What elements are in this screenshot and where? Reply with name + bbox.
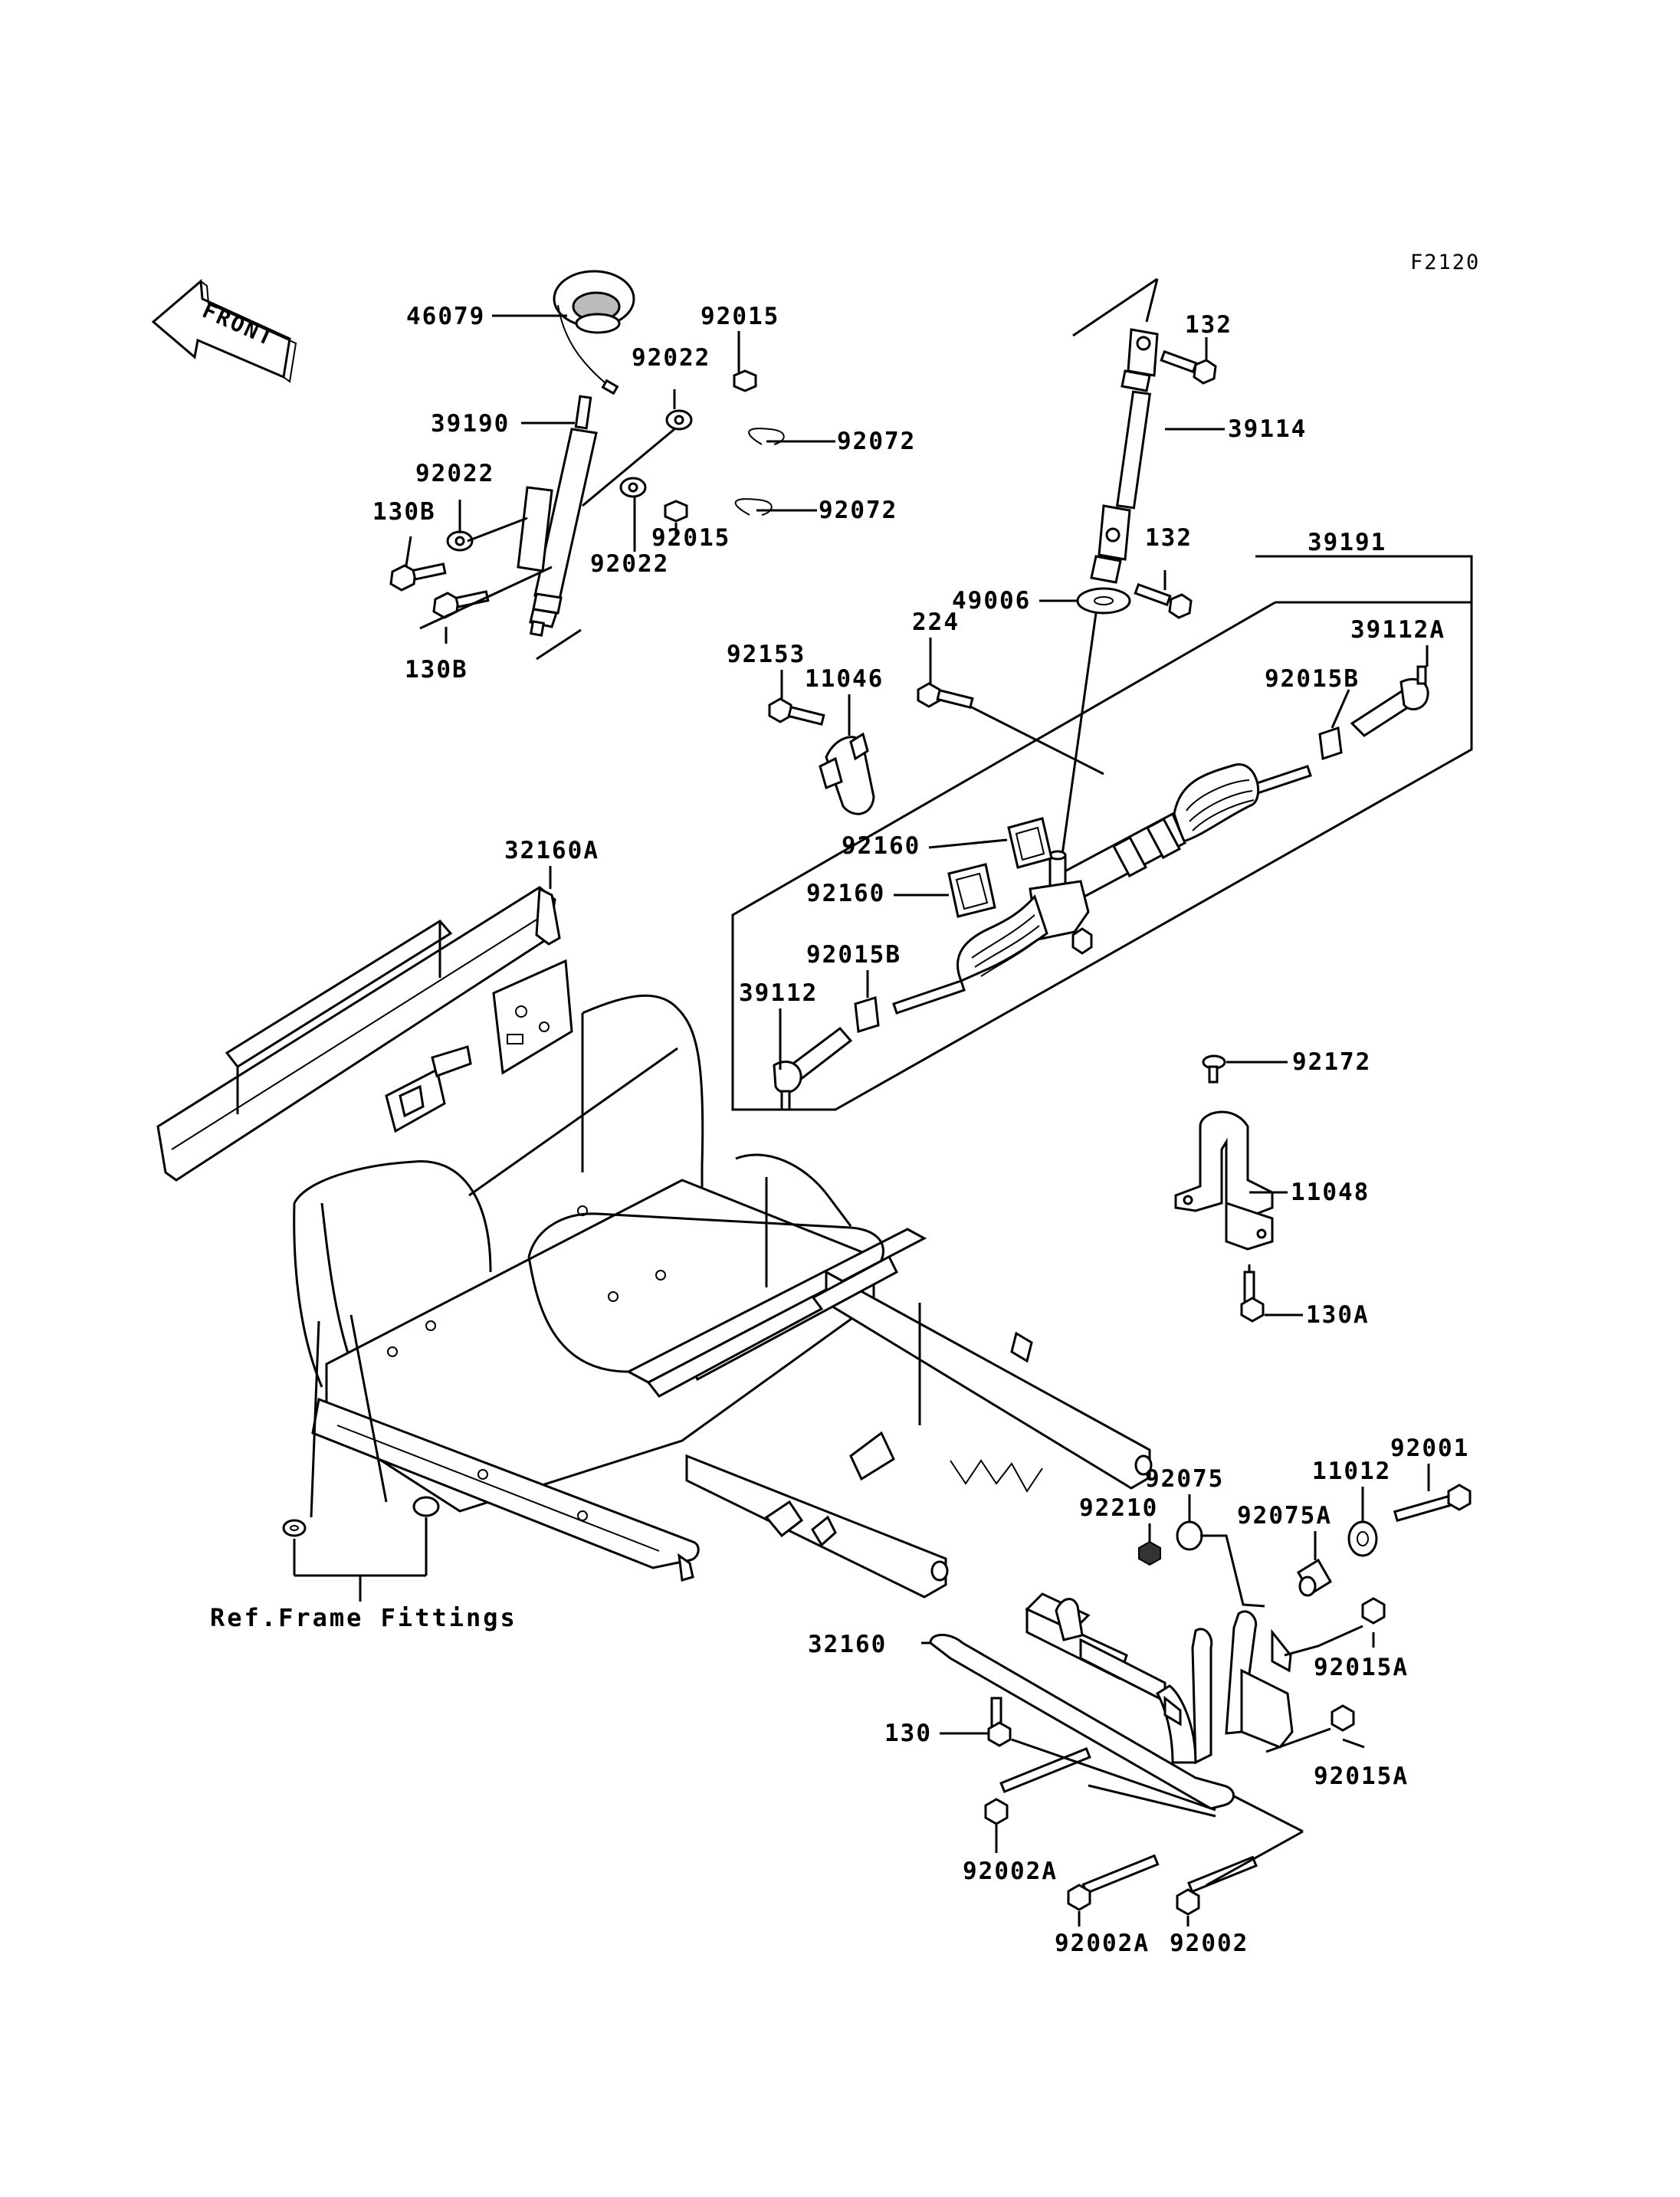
- main-frame: [156, 866, 1153, 1599]
- part-label-92022-mid: 92022: [590, 550, 669, 578]
- part-label-32160: 32160: [808, 1631, 887, 1658]
- bolt-92002: [1176, 1855, 1258, 1916]
- front-direction-arrow: FRONT: [151, 278, 297, 383]
- nut-92015a-upper: [1361, 1597, 1386, 1625]
- part-label-130b-a: 130B: [372, 498, 436, 526]
- part-label-92002a-a: 92002A: [963, 1858, 1058, 1885]
- part-label-92015b-b: 92015B: [806, 941, 901, 969]
- bracket-11048-group: [1174, 1054, 1303, 1323]
- part-label-92015a-a: 92015A: [1314, 1654, 1409, 1681]
- tie-rod-end-39112a: [1350, 665, 1429, 737]
- part-label-92075: 92075: [1145, 1465, 1224, 1493]
- bolt-92002a-lower: [1067, 1854, 1160, 1911]
- fitting-cap: [412, 1496, 440, 1517]
- part-label-130a: 130A: [1306, 1301, 1370, 1329]
- bolt-132-upper: [1160, 349, 1217, 385]
- fitting-grommet: [282, 1519, 307, 1537]
- part-label-92001: 92001: [1390, 1435, 1469, 1462]
- part-label-39191: 39191: [1308, 529, 1386, 556]
- part-label-92015-top: 92015: [701, 303, 779, 330]
- part-label-130b-b: 130B: [405, 656, 468, 684]
- part-label-39190: 39190: [431, 410, 510, 438]
- part-label-92072-a: 92072: [837, 428, 916, 455]
- part-label-92022-top: 92022: [632, 344, 710, 372]
- bolt-92001: [1393, 1484, 1472, 1523]
- bolt-224: [917, 682, 1104, 776]
- part-label-92075a: 92075A: [1237, 1502, 1332, 1530]
- part-label-92210: 92210: [1079, 1494, 1158, 1522]
- part-label-32160a: 32160A: [504, 837, 599, 864]
- nut-mid: [664, 500, 688, 523]
- clip-lower: [734, 498, 773, 516]
- bolt-130: [987, 1697, 1012, 1747]
- part-label-92002: 92002: [1170, 1930, 1249, 1957]
- part-label-11048: 11048: [1291, 1179, 1370, 1206]
- part-labels: 46079 92015 92022 92072 39190 92022 9207…: [210, 303, 1469, 1957]
- nut-top: [733, 369, 757, 392]
- washer-left-hole: [454, 536, 465, 546]
- steering-rack-group: [731, 555, 1473, 1111]
- bushing-92160-lower: [947, 863, 996, 918]
- part-label-92153: 92153: [727, 641, 806, 668]
- part-label-130: 130: [884, 1720, 932, 1747]
- figure-code: F2120: [1410, 251, 1480, 274]
- sleeve-92015b-right: [1318, 726, 1343, 761]
- bushing-92075: [1176, 1520, 1203, 1551]
- intermediate-shaft-group: [1039, 277, 1225, 888]
- part-label-224: 224: [912, 608, 960, 636]
- rear-subframe-group: [921, 1464, 1472, 1926]
- part-label-11046: 11046: [805, 665, 884, 693]
- bolt-130b-upper: [389, 562, 447, 592]
- part-label-39112a: 39112A: [1350, 616, 1445, 644]
- part-label-92160-a: 92160: [842, 832, 920, 860]
- part-label-132-b: 132: [1145, 524, 1193, 552]
- part-label-49006: 49006: [952, 587, 1031, 615]
- part-label-92015b-a: 92015B: [1265, 665, 1360, 693]
- steering-column-group: [389, 270, 835, 661]
- part-label-92160-b: 92160: [806, 880, 885, 907]
- sleeve-92015b-left: [854, 996, 880, 1033]
- part-label-11012: 11012: [1312, 1458, 1391, 1485]
- part-label-46079: 46079: [406, 303, 485, 330]
- bushing-92160-upper: [1007, 817, 1053, 869]
- part-label-39112: 39112: [739, 979, 818, 1007]
- clamp-11046-group: [768, 670, 875, 815]
- steering-cover-part: [553, 270, 635, 395]
- bushing-92075a: [1296, 1558, 1333, 1597]
- part-label-132-a: 132: [1185, 311, 1232, 339]
- part-label-92022-left: 92022: [415, 460, 494, 487]
- part-label-92002a-b: 92002A: [1055, 1930, 1150, 1957]
- washer-mid-hole: [628, 482, 638, 493]
- reference-label: Ref.Frame Fittings: [210, 1603, 517, 1632]
- bolt-132-lower: [1134, 582, 1193, 619]
- bolt-130b-lower: [432, 590, 490, 619]
- washer-49006: [1076, 587, 1131, 615]
- washer-11012: [1347, 1520, 1378, 1557]
- nut-92210: [1138, 1540, 1161, 1566]
- clip-upper: [748, 428, 785, 445]
- nut-92015a-lower: [1331, 1704, 1355, 1732]
- rack-assembly: [892, 763, 1312, 1015]
- part-label-92015-mid: 92015: [651, 524, 730, 552]
- part-label-92015a-b: 92015A: [1314, 1763, 1409, 1790]
- frame-fittings-reference: [282, 1314, 440, 1602]
- washer-top-hole: [674, 415, 684, 425]
- tie-rod-end-39112: [773, 1026, 853, 1111]
- part-label-39114: 39114: [1228, 415, 1307, 443]
- part-label-92072-b: 92072: [819, 497, 897, 524]
- rack-outline: [731, 601, 1473, 1111]
- part-label-92172: 92172: [1292, 1048, 1371, 1076]
